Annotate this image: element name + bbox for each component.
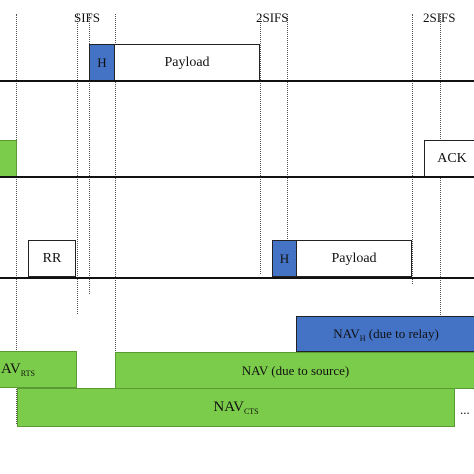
nav-relay-bar: NAVH (due to relay) (296, 316, 474, 352)
payload-block: Payload (296, 240, 412, 277)
guide-line (287, 14, 288, 279)
nav-rts-label: AVRTS (1, 361, 35, 378)
header-block: H (272, 240, 297, 277)
timeline-3 (0, 277, 474, 279)
guide-line (412, 14, 413, 284)
timeline-1 (0, 80, 474, 82)
guide-line (115, 14, 116, 359)
green-block (0, 140, 17, 177)
timeline-2 (0, 176, 474, 178)
nav-cts-label: NAVCTS (213, 399, 259, 416)
nav-source-bar: NAV (due to source) (115, 352, 474, 389)
guide-line (260, 14, 261, 274)
nav-cts-bar: NAVCTS (17, 388, 455, 427)
guide-line (77, 14, 78, 314)
nav-source-label: NAV (due to source) (241, 362, 350, 378)
guide-line (89, 14, 90, 294)
guide-line (16, 14, 17, 424)
ellipsis-label: ... (460, 402, 470, 417)
nav-rts-bar: AVRTS (0, 351, 77, 388)
two-sifs-label: 2SIFS (423, 10, 456, 25)
rr-block: RR (28, 240, 76, 277)
header-block: H (89, 44, 115, 81)
ack-block: ACK (424, 140, 474, 177)
two-sifs-label: 2SIFS (256, 10, 289, 25)
nav-relay-label: NAVH (due to relay) (333, 326, 439, 343)
sifs-label: SIFS (74, 10, 101, 25)
payload-block: Payload (114, 44, 260, 81)
